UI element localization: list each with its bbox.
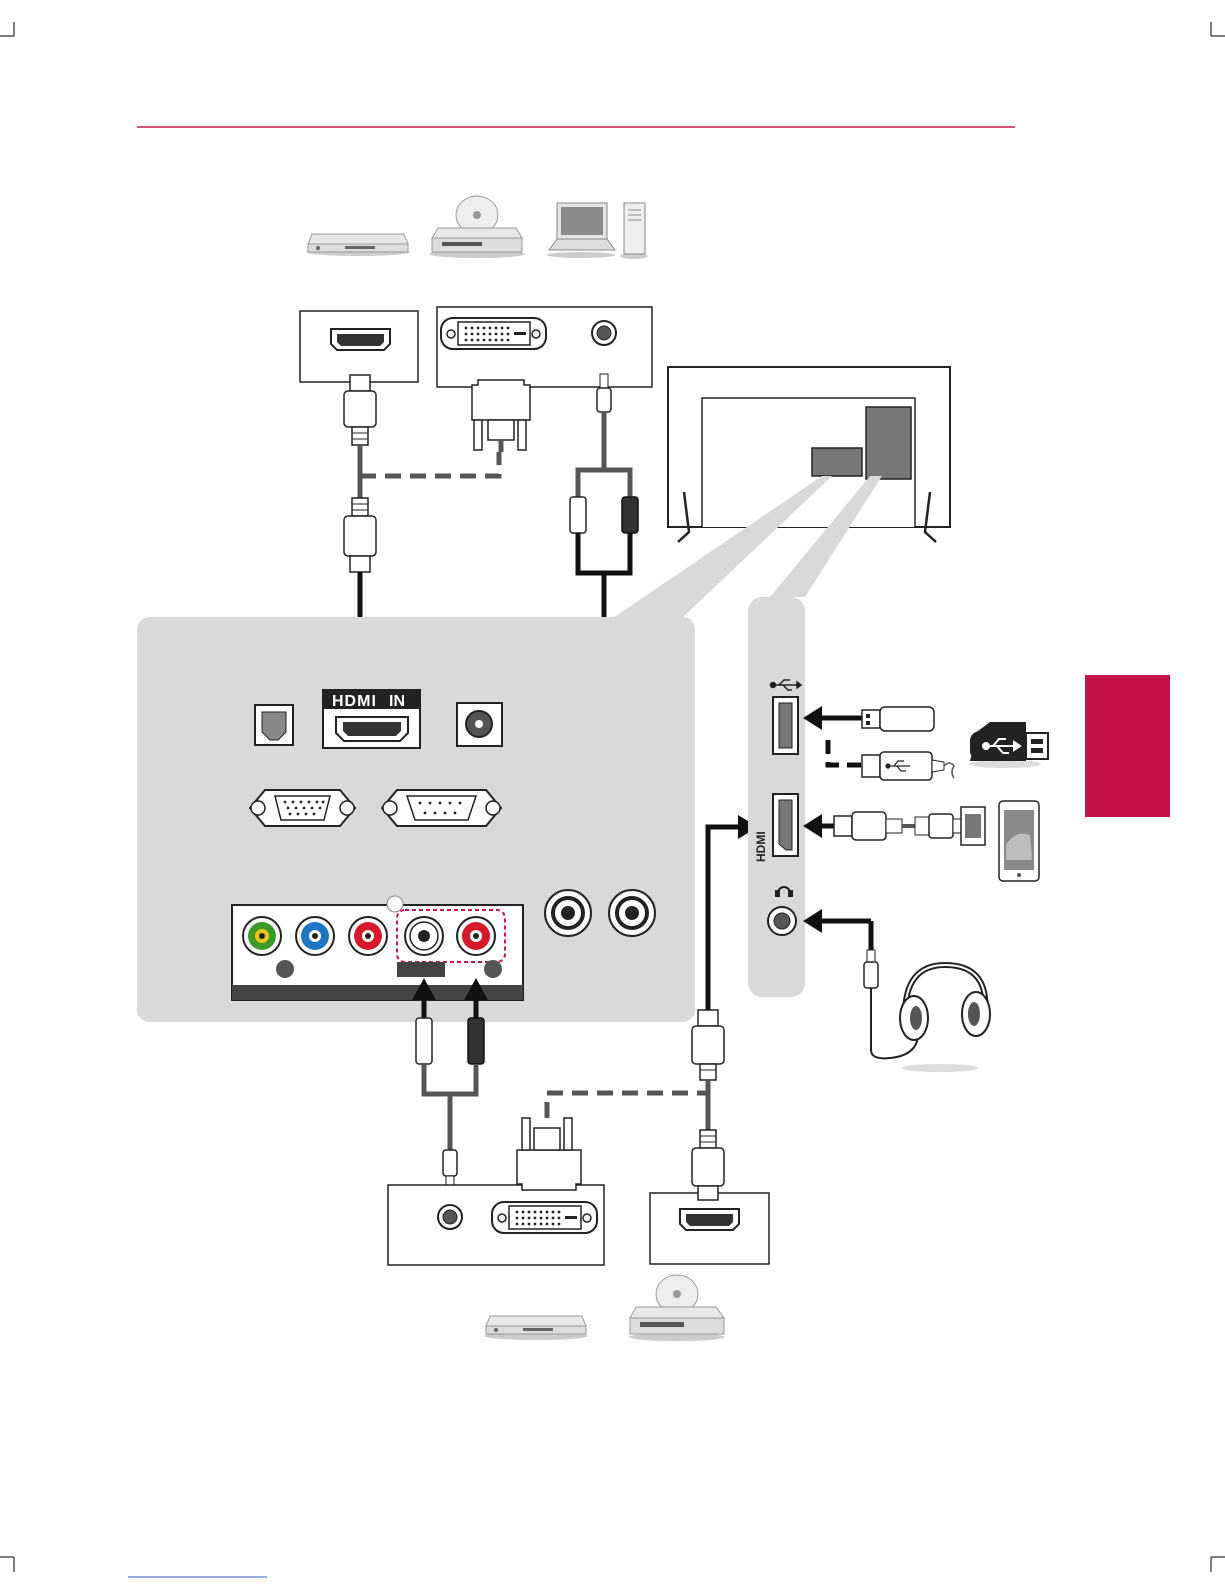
source-hdmi-box-bottom — [650, 1193, 769, 1264]
component-y-jack — [243, 917, 281, 955]
source-audio-dvi-box-bottom — [388, 1185, 604, 1265]
usb-device-icon — [969, 722, 1048, 768]
audio-out-left-jack — [545, 890, 591, 936]
usb-stick-icon — [803, 706, 934, 731]
usb-cable-dashed-line — [828, 740, 862, 765]
laptop-icon — [547, 203, 615, 258]
headphones-icon — [900, 965, 990, 1072]
dvd-player-icon — [484, 1316, 588, 1340]
source-dvi-audio-box — [437, 307, 652, 387]
chapter-side-tab — [1085, 675, 1170, 817]
audio-out-right-jack — [609, 890, 655, 936]
tv-back-illustration — [668, 367, 950, 542]
audio-in-left-jack — [405, 917, 443, 955]
bluray-player-icon — [429, 196, 525, 258]
dvd-player-icon — [306, 234, 410, 256]
hdmi-in-label: IN — [389, 693, 405, 710]
component-pr-jack — [349, 917, 387, 955]
headphone-jack — [768, 907, 796, 935]
dvi-connector-bottom — [517, 1118, 581, 1190]
rear-jack-panel: HDMI IN — [137, 617, 695, 1022]
desktop-tower-icon — [620, 203, 648, 259]
rs232c-port — [382, 790, 501, 826]
side-jack-panel: HDMI — [748, 597, 805, 997]
dvi-to-hdmi-dashed-line — [360, 452, 499, 476]
dvi-to-hdmi-dashed-line-bottom — [547, 1093, 708, 1118]
mhl-cable-icon — [803, 812, 963, 840]
dvi-connector-top — [472, 380, 530, 452]
hdmi-in-logo: HDMI — [332, 693, 377, 710]
component-pb-jack — [296, 917, 334, 955]
bluray-player-icon — [629, 1275, 725, 1341]
rgb-in-port — [250, 790, 355, 826]
usb-cable-icon — [862, 752, 954, 780]
headphone-cable-icon — [803, 909, 918, 1058]
smartphone-icon — [961, 801, 1039, 881]
side-hdmi-logo: HDMI — [754, 831, 768, 862]
source-hdmi-box — [300, 311, 418, 382]
audio-in-right-jack — [457, 917, 495, 955]
